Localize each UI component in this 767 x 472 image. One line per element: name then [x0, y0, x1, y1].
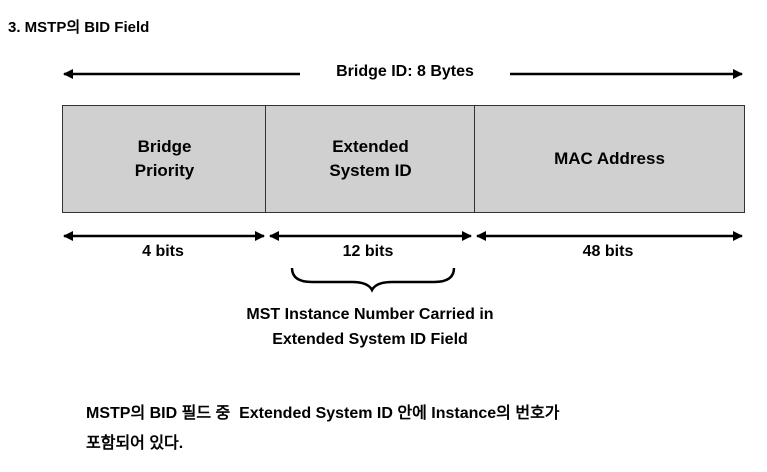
field-label: Bridge Priority	[134, 137, 195, 180]
priority-bits-label: 4 bits	[120, 243, 206, 261]
field-label: Extended System ID	[329, 137, 412, 180]
brace-caption: MST Instance Number Carried in Extended …	[246, 306, 494, 348]
field-label: MAC Address	[554, 149, 665, 168]
explanation-note: MSTP의 BID 필드 중 Extended System ID 안에 Ins…	[86, 399, 746, 459]
bridge-id-size-label: Bridge ID: 8 Bytes	[300, 63, 510, 81]
mac-bits-label: 48 bits	[565, 243, 651, 261]
section-heading: 3. MSTP의 BID Field	[8, 19, 150, 36]
note-line-2: 포함되어 있다.	[86, 435, 184, 452]
field-extended-system-id: Extended System ID	[265, 105, 476, 213]
field-mac-address: MAC Address	[474, 105, 745, 213]
extended-bits-label: 12 bits	[325, 243, 411, 261]
field-bridge-priority: Bridge Priority	[62, 105, 267, 213]
curly-brace	[290, 267, 456, 293]
note-line-1: MSTP의 BID 필드 중 Extended System ID 안에 Ins…	[86, 405, 560, 422]
